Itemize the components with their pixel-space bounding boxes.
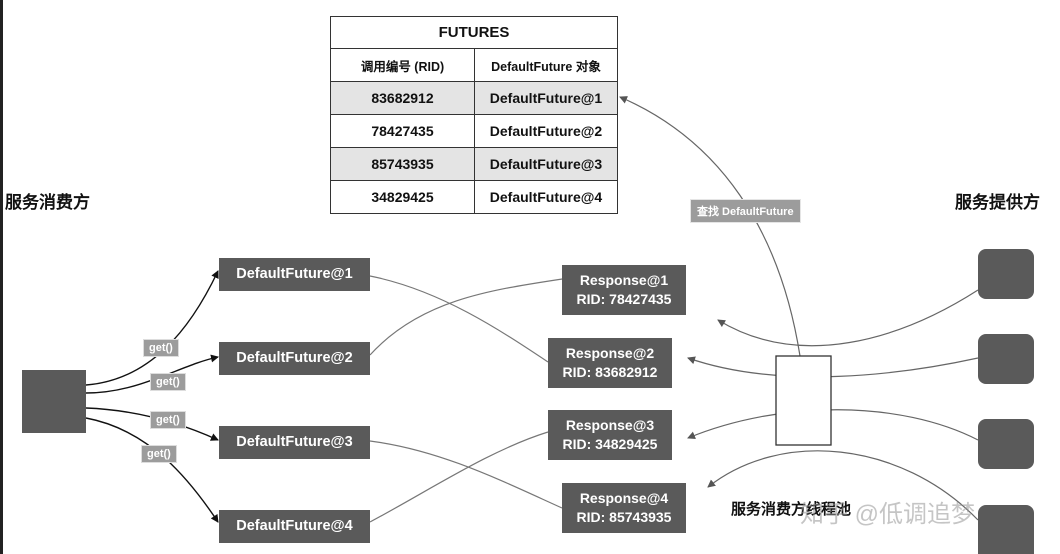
- response-box-4: Response@4 RID: 85743935: [562, 483, 686, 533]
- resp-arrow-4: [707, 450, 979, 521]
- get-arrow-1: [85, 270, 219, 386]
- object-cell: DefaultFuture@2: [474, 114, 618, 148]
- response-box-3: Response@3 RID: 34829425: [548, 410, 672, 460]
- rid-cell: 83682912: [330, 81, 475, 115]
- link-f3-r4: [369, 440, 563, 509]
- lookup-arrow: [619, 96, 801, 357]
- response-name: Response@4: [579, 490, 669, 506]
- resp-arrow-2: [687, 356, 979, 378]
- rid-cell: 78427435: [330, 114, 475, 148]
- consumer-node: [22, 370, 86, 433]
- object-cell: DefaultFuture@3: [474, 147, 618, 181]
- consumer-label: 服务消费方: [5, 193, 90, 212]
- object-cell: DefaultFuture@4: [474, 180, 618, 214]
- response-box-1: Response@1 RID: 78427435: [562, 265, 686, 315]
- watermark: 知乎 @低调追梦: [800, 501, 976, 528]
- default-future-box-4: DefaultFuture@4: [219, 510, 370, 543]
- default-future-box-2: DefaultFuture@2: [219, 342, 370, 375]
- provider-node-1: [978, 249, 1034, 299]
- link-f1-r2: [369, 275, 549, 363]
- futures-table-caption: FUTURES: [330, 16, 618, 49]
- rid-cell: 85743935: [330, 147, 475, 181]
- get-label-3: get(): [150, 411, 186, 429]
- table-row: 83682912 DefaultFuture@1: [330, 81, 618, 115]
- lookup-label: 查找 DefaultFuture: [690, 199, 801, 223]
- response-name: Response@2: [565, 345, 655, 361]
- provider-node-4: [978, 505, 1034, 554]
- get-label-1: get(): [143, 339, 179, 357]
- link-f2-r1: [369, 278, 563, 356]
- provider-node-2: [978, 334, 1034, 384]
- provider-label: 服务提供方: [955, 193, 1040, 212]
- rid-cell: 34829425: [330, 180, 475, 214]
- resp-arrow-1: [717, 289, 979, 347]
- table-row: 34829425 DefaultFuture@4: [330, 180, 618, 214]
- response-name: Response@1: [579, 272, 669, 288]
- default-future-box-3: DefaultFuture@3: [219, 426, 370, 459]
- response-rid: RID: 83682912: [562, 364, 658, 380]
- thread-pool-label: 服务消费方线程池: [731, 501, 852, 518]
- header-rid: 调用编号 (RID): [330, 48, 475, 82]
- resp-arrow-3: [687, 409, 979, 441]
- response-name: Response@3: [565, 417, 655, 433]
- response-rid: RID: 85743935: [576, 509, 672, 525]
- object-cell: DefaultFuture@1: [474, 81, 618, 115]
- left-edge-bar: [0, 0, 3, 554]
- get-label-4: get(): [141, 445, 177, 463]
- default-future-box-1: DefaultFuture@1: [219, 258, 370, 291]
- provider-node-3: [978, 419, 1034, 469]
- get-arrow-4: [85, 417, 219, 523]
- table-row: 85743935 DefaultFuture@3: [330, 147, 618, 181]
- response-rid: RID: 78427435: [576, 291, 672, 307]
- get-label-2: get(): [150, 373, 186, 391]
- futures-table: FUTURES 调用编号 (RID) DefaultFuture 对象 8368…: [330, 16, 618, 214]
- header-object: DefaultFuture 对象: [474, 48, 618, 82]
- response-rid: RID: 34829425: [562, 436, 658, 452]
- table-row: 78427435 DefaultFuture@2: [330, 114, 618, 148]
- response-box-2: Response@2 RID: 83682912: [548, 338, 672, 388]
- thread-pool-box: [775, 355, 832, 446]
- link-f4-r3: [369, 431, 549, 523]
